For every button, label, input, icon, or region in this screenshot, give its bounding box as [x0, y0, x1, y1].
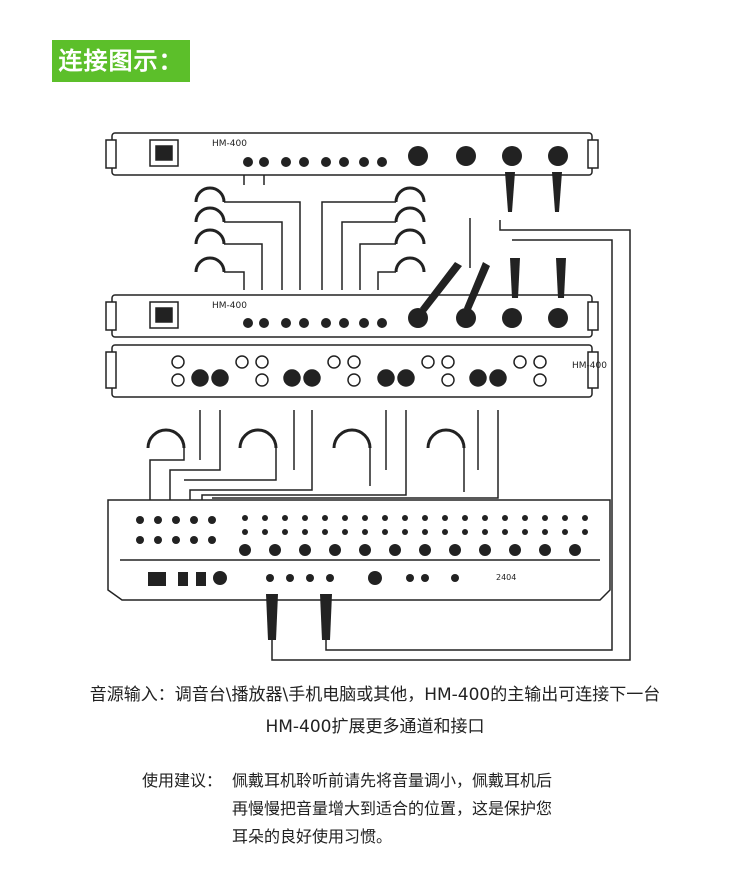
rack-unit-middle — [105, 294, 599, 338]
headphone-icon — [332, 428, 372, 449]
headphones-group-top — [194, 186, 426, 273]
headphones-group-bottom — [146, 428, 466, 449]
cable-plugs — [266, 172, 566, 640]
mixer-jacks — [136, 515, 588, 586]
caption-line-1: 音源输入：调音台\播放器\手机电脑或其他，HM-400的主输出可连接下一台 — [89, 685, 661, 705]
caption-line-2: HM-400扩展更多通道和接口 — [265, 717, 485, 737]
headphone-icon — [194, 228, 226, 245]
headphone-icon — [146, 428, 186, 449]
rack-unit-top — [105, 132, 599, 176]
headphone-icon — [394, 256, 426, 273]
headphone-icon — [194, 186, 226, 203]
top-unit-jacks — [243, 146, 568, 167]
front-unit-knobs — [171, 355, 547, 387]
headphone-icon — [194, 206, 226, 223]
section-title: 连接图示： — [52, 40, 190, 82]
connection-diagram: HM-400 HM-400 HM-400 — [105, 132, 631, 661]
headphone-icon — [238, 428, 278, 449]
headphone-icon — [394, 186, 426, 203]
cables — [149, 175, 631, 661]
tip-line-2: 再慢慢把音量增大到适合的位置，这是保护您 — [232, 799, 553, 818]
middle-unit-model-label: HM-400 — [212, 301, 247, 311]
headphone-icon — [394, 228, 426, 245]
front-unit-model-label: HM-400 — [572, 361, 607, 371]
headphone-icon — [426, 428, 466, 449]
middle-unit-jacks — [243, 308, 568, 328]
tip-label: 使用建议： — [142, 771, 223, 790]
headphone-icon — [394, 206, 426, 223]
tip-line-3: 耳朵的良好使用习惯。 — [232, 827, 393, 846]
headphone-icon — [194, 256, 226, 273]
rack-unit-front — [105, 344, 599, 398]
top-unit-model-label: HM-400 — [212, 139, 247, 149]
mixer-model-label: 2404 — [496, 573, 516, 582]
tip-line-1: 佩戴耳机聆听前请先将音量调小，佩戴耳机后 — [232, 771, 553, 790]
